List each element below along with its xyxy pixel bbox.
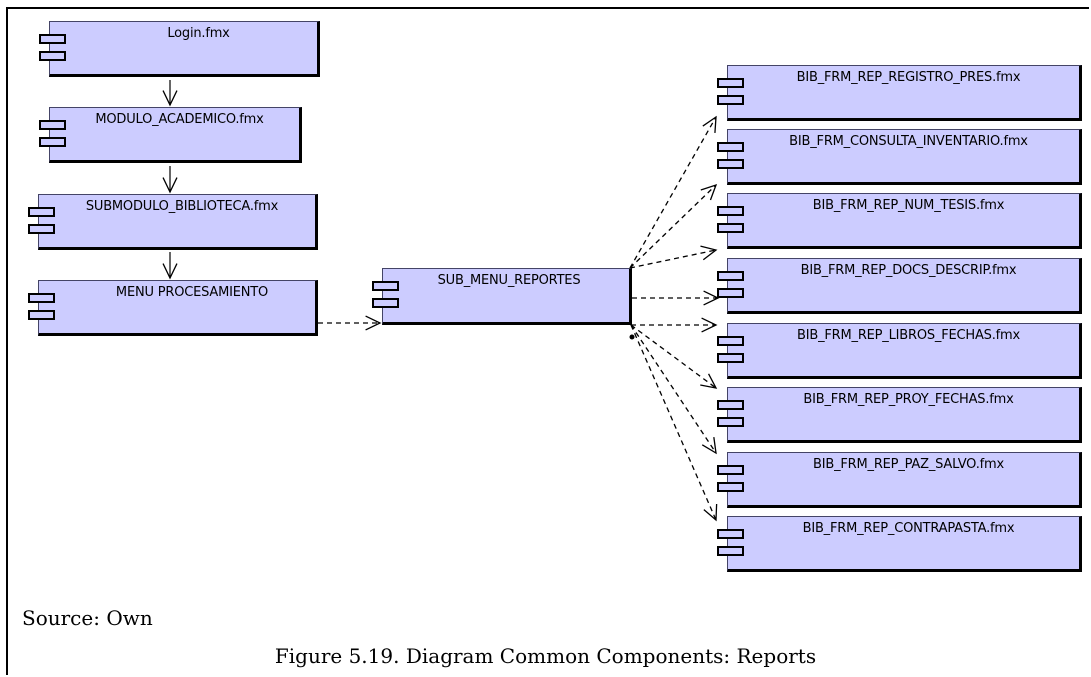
component-tab-icon xyxy=(717,206,744,216)
component-report-registro-pres: BIB_FRM_REP_REGISTRO_PRES.fmx xyxy=(717,65,1082,121)
edge-modulo-to-submodulo-head xyxy=(162,177,178,194)
component-label: Login.fmx xyxy=(167,26,230,41)
edge-sub-menu-to-r6-head xyxy=(700,373,718,389)
component-report-contrapasta: BIB_FRM_REP_CONTRAPASTA.fmx xyxy=(717,516,1082,572)
junction-dot xyxy=(629,334,635,340)
component-report-libros-fechas: BIB_FRM_REP_LIBROS_FECHAS.fmx xyxy=(717,323,1082,379)
edge-sub-menu-to-r3-head xyxy=(700,245,718,261)
edge-sub-menu-to-r1 xyxy=(629,116,717,269)
component-tab-icon xyxy=(372,281,399,291)
component-label: BIB_FRM_REP_PROY_FECHAS.fmx xyxy=(803,392,1014,407)
component-label: BIB_FRM_CONSULTA_INVENTARIO.fmx xyxy=(789,134,1028,149)
component-tab-icon xyxy=(717,159,744,169)
component-tab-icon xyxy=(372,298,399,308)
component-label: BIB_FRM_REP_DOCS_DESCRIP.fmx xyxy=(800,263,1017,278)
component-tab-icon xyxy=(717,400,744,410)
component-tab-icon xyxy=(717,465,744,475)
component-tab-icon xyxy=(717,288,744,298)
component-tab-icon xyxy=(717,142,744,152)
edge-sub-menu-to-r8 xyxy=(630,324,717,521)
component-tab-icon xyxy=(717,482,744,492)
component-label: SUBMODULO_BIBLIOTECA.fmx xyxy=(85,199,279,214)
component-tab-icon xyxy=(717,271,744,281)
edge-sub-menu-to-r7 xyxy=(630,324,717,454)
component-label: MENU PROCESAMIENTO xyxy=(115,285,269,300)
component-tab-icon xyxy=(28,293,55,303)
component-label: BIB_FRM_REP_NUM_TESIS.fmx xyxy=(812,198,1005,213)
component-tab-icon xyxy=(717,95,744,105)
component-tab-icon xyxy=(39,51,66,61)
figure-frame xyxy=(6,7,1089,675)
edge-sub-menu-to-r2 xyxy=(629,184,717,269)
component-report-docs-descrip: BIB_FRM_REP_DOCS_DESCRIP.fmx xyxy=(717,258,1082,314)
component-label: BIB_FRM_REP_CONTRAPASTA.fmx xyxy=(802,521,1015,536)
component-tab-icon xyxy=(717,336,744,346)
component-report-num-tesis: BIB_FRM_REP_NUM_TESIS.fmx xyxy=(717,193,1082,249)
component-tab-icon xyxy=(28,310,55,320)
component-label: SUB_MENU_REPORTES xyxy=(437,273,581,288)
component-tab-icon xyxy=(28,224,55,234)
component-label: MODULO_ACADEMICO.fmx xyxy=(95,112,264,127)
edge-sub-menu-to-r7-head xyxy=(701,437,717,455)
component-label: BIB_FRM_REP_REGISTRO_PRES.fmx xyxy=(796,70,1021,85)
source-note: Source: Own xyxy=(22,606,153,630)
component-menu-procesamiento: MENU PROCESAMIENTO xyxy=(28,280,318,336)
edge-sub-menu-to-r2-head xyxy=(700,183,718,201)
component-report-paz-salvo: BIB_FRM_REP_PAZ_SALVO.fmx xyxy=(717,452,1082,508)
component-tab-icon xyxy=(717,546,744,556)
component-tab-icon xyxy=(39,120,66,130)
component-login: Login.fmx xyxy=(39,21,320,77)
component-submodulo-biblioteca: SUBMODULO_BIBLIOTECA.fmx xyxy=(28,194,318,250)
component-report-consulta-inventario: BIB_FRM_CONSULTA_INVENTARIO.fmx xyxy=(717,129,1082,185)
component-report-proy-fechas: BIB_FRM_REP_PROY_FECHAS.fmx xyxy=(717,387,1082,443)
edge-submodulo-to-menu-head xyxy=(162,263,178,280)
edge-sub-menu-to-r8-head xyxy=(703,503,718,522)
component-tab-icon xyxy=(39,34,66,44)
edge-sub-menu-to-r5-head xyxy=(701,317,718,333)
component-tab-icon xyxy=(717,223,744,233)
edge-login-to-modulo-head xyxy=(162,90,178,107)
component-tab-icon xyxy=(39,137,66,147)
edge-menu-to-sub-menu-head xyxy=(365,315,382,331)
edge-sub-menu-to-r4-head xyxy=(703,290,720,306)
edge-sub-menu-to-r1-head xyxy=(702,115,717,134)
component-tab-icon xyxy=(717,353,744,363)
component-tab-icon xyxy=(717,529,744,539)
edge-sub-menu-to-r6 xyxy=(630,324,717,389)
component-tab-icon xyxy=(28,207,55,217)
component-tab-icon xyxy=(717,78,744,88)
component-label: BIB_FRM_REP_LIBROS_FECHAS.fmx xyxy=(797,328,1020,343)
component-modulo-academico: MODULO_ACADEMICO.fmx xyxy=(39,107,302,163)
component-label: BIB_FRM_REP_PAZ_SALVO.fmx xyxy=(813,457,1004,472)
figure-caption: Figure 5.19. Diagram Common Components: … xyxy=(274,644,817,668)
component-sub-menu-reportes: SUB_MENU_REPORTES xyxy=(372,268,632,325)
edge-sub-menu-to-r3 xyxy=(629,249,717,269)
component-tab-icon xyxy=(717,417,744,427)
